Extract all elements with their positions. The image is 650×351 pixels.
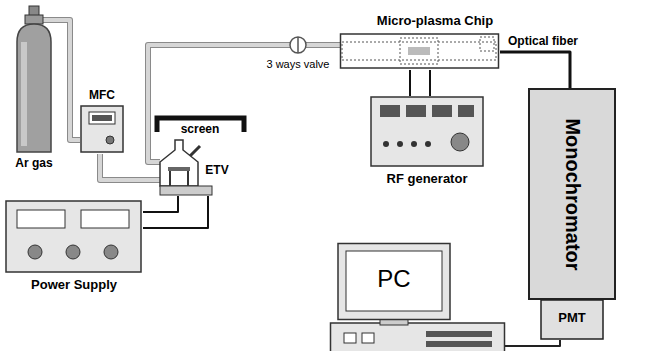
connector-line [338,43,340,47]
device-part [89,112,115,124]
device-part [341,34,499,68]
device-part [169,170,171,186]
rf-generator: RF generator [370,96,485,192]
device-label: RF generator [387,172,468,187]
device-part [187,170,189,186]
device-part [92,115,112,121]
connector-line [429,70,431,96]
pc-computer: PC [330,243,505,351]
gas-cylinder: Ar gas [5,2,63,178]
device-part [371,97,483,166]
device-part [81,210,129,228]
connector-line [338,42,340,48]
device-part [397,141,403,147]
device-part [342,42,496,60]
connector-line [409,70,411,96]
device-part [344,333,356,343]
device-part [411,141,417,147]
device-part [426,331,492,337]
device-part [28,245,42,259]
device-part [81,106,123,152]
device-label: Power Supply [31,278,117,293]
device-part [106,136,114,144]
data-cable [505,340,560,346]
connector-line [63,20,80,140]
electric-wire [143,196,178,212]
electric-wire [143,196,208,228]
connector-label: Optical fiber [506,35,580,49]
device-part [190,146,200,156]
device-part [21,42,27,146]
connector-line [148,45,258,162]
device-part [480,37,494,51]
device-part [66,245,80,259]
device-part [104,245,118,259]
device-part [160,140,198,186]
device-part [43,17,63,23]
gas-tube [338,45,340,46]
part-label: screen [181,123,220,137]
device-label: Micro-plasma Chip [377,14,493,29]
device-part [451,133,469,151]
connector-line [500,52,570,88]
gas-tube [148,45,258,162]
device-part [432,105,452,117]
electric-wire [430,70,431,96]
device-drawing [330,243,505,351]
device-label: 3 ways valve [267,58,330,71]
optical-fiber [500,52,570,88]
device-part [25,15,43,24]
device-part [380,105,400,117]
device-part [362,333,374,343]
device-part [331,323,505,351]
device-part [168,167,190,171]
three-way-valve: 3 ways valve [258,36,338,82]
device-part [17,24,51,152]
device-part [541,300,603,339]
device-label: MFC [89,89,115,103]
power-supply: Power Supply [5,200,143,298]
device-part [400,38,438,64]
device-part [43,18,63,22]
device-part [458,105,474,117]
etv-vessel: ETV [160,140,235,196]
device-part [160,186,212,195]
device-part [6,201,141,272]
device-part [406,105,426,117]
pmt-box: PMT [540,300,604,340]
device-part [346,251,442,311]
connector-line [143,196,178,212]
device-label: PMT [558,311,585,326]
device-part [425,141,431,147]
connector-line [143,196,208,228]
monochromator-box: Monochromator [528,88,616,300]
device-part [426,341,492,347]
device-part [297,37,299,53]
mass-flow-controller: MFC [80,88,125,154]
connector-line [148,45,258,162]
device-part [290,37,306,53]
device-part [408,47,430,55]
gas-tube [63,20,80,140]
device-part [383,141,389,147]
device-label: ETV [205,164,228,178]
device-part [17,210,65,228]
device-drawing [5,2,63,178]
device-part [529,89,615,299]
connector-line [63,20,80,140]
device-label: Monochromator [561,118,584,270]
micro-plasma-chip: Micro-plasma Chip [340,12,500,70]
connector-line [505,340,560,346]
device-part [338,244,450,320]
device-label: PC [377,265,410,293]
device-label: Ar gas [15,157,52,171]
electric-wire [410,70,411,96]
